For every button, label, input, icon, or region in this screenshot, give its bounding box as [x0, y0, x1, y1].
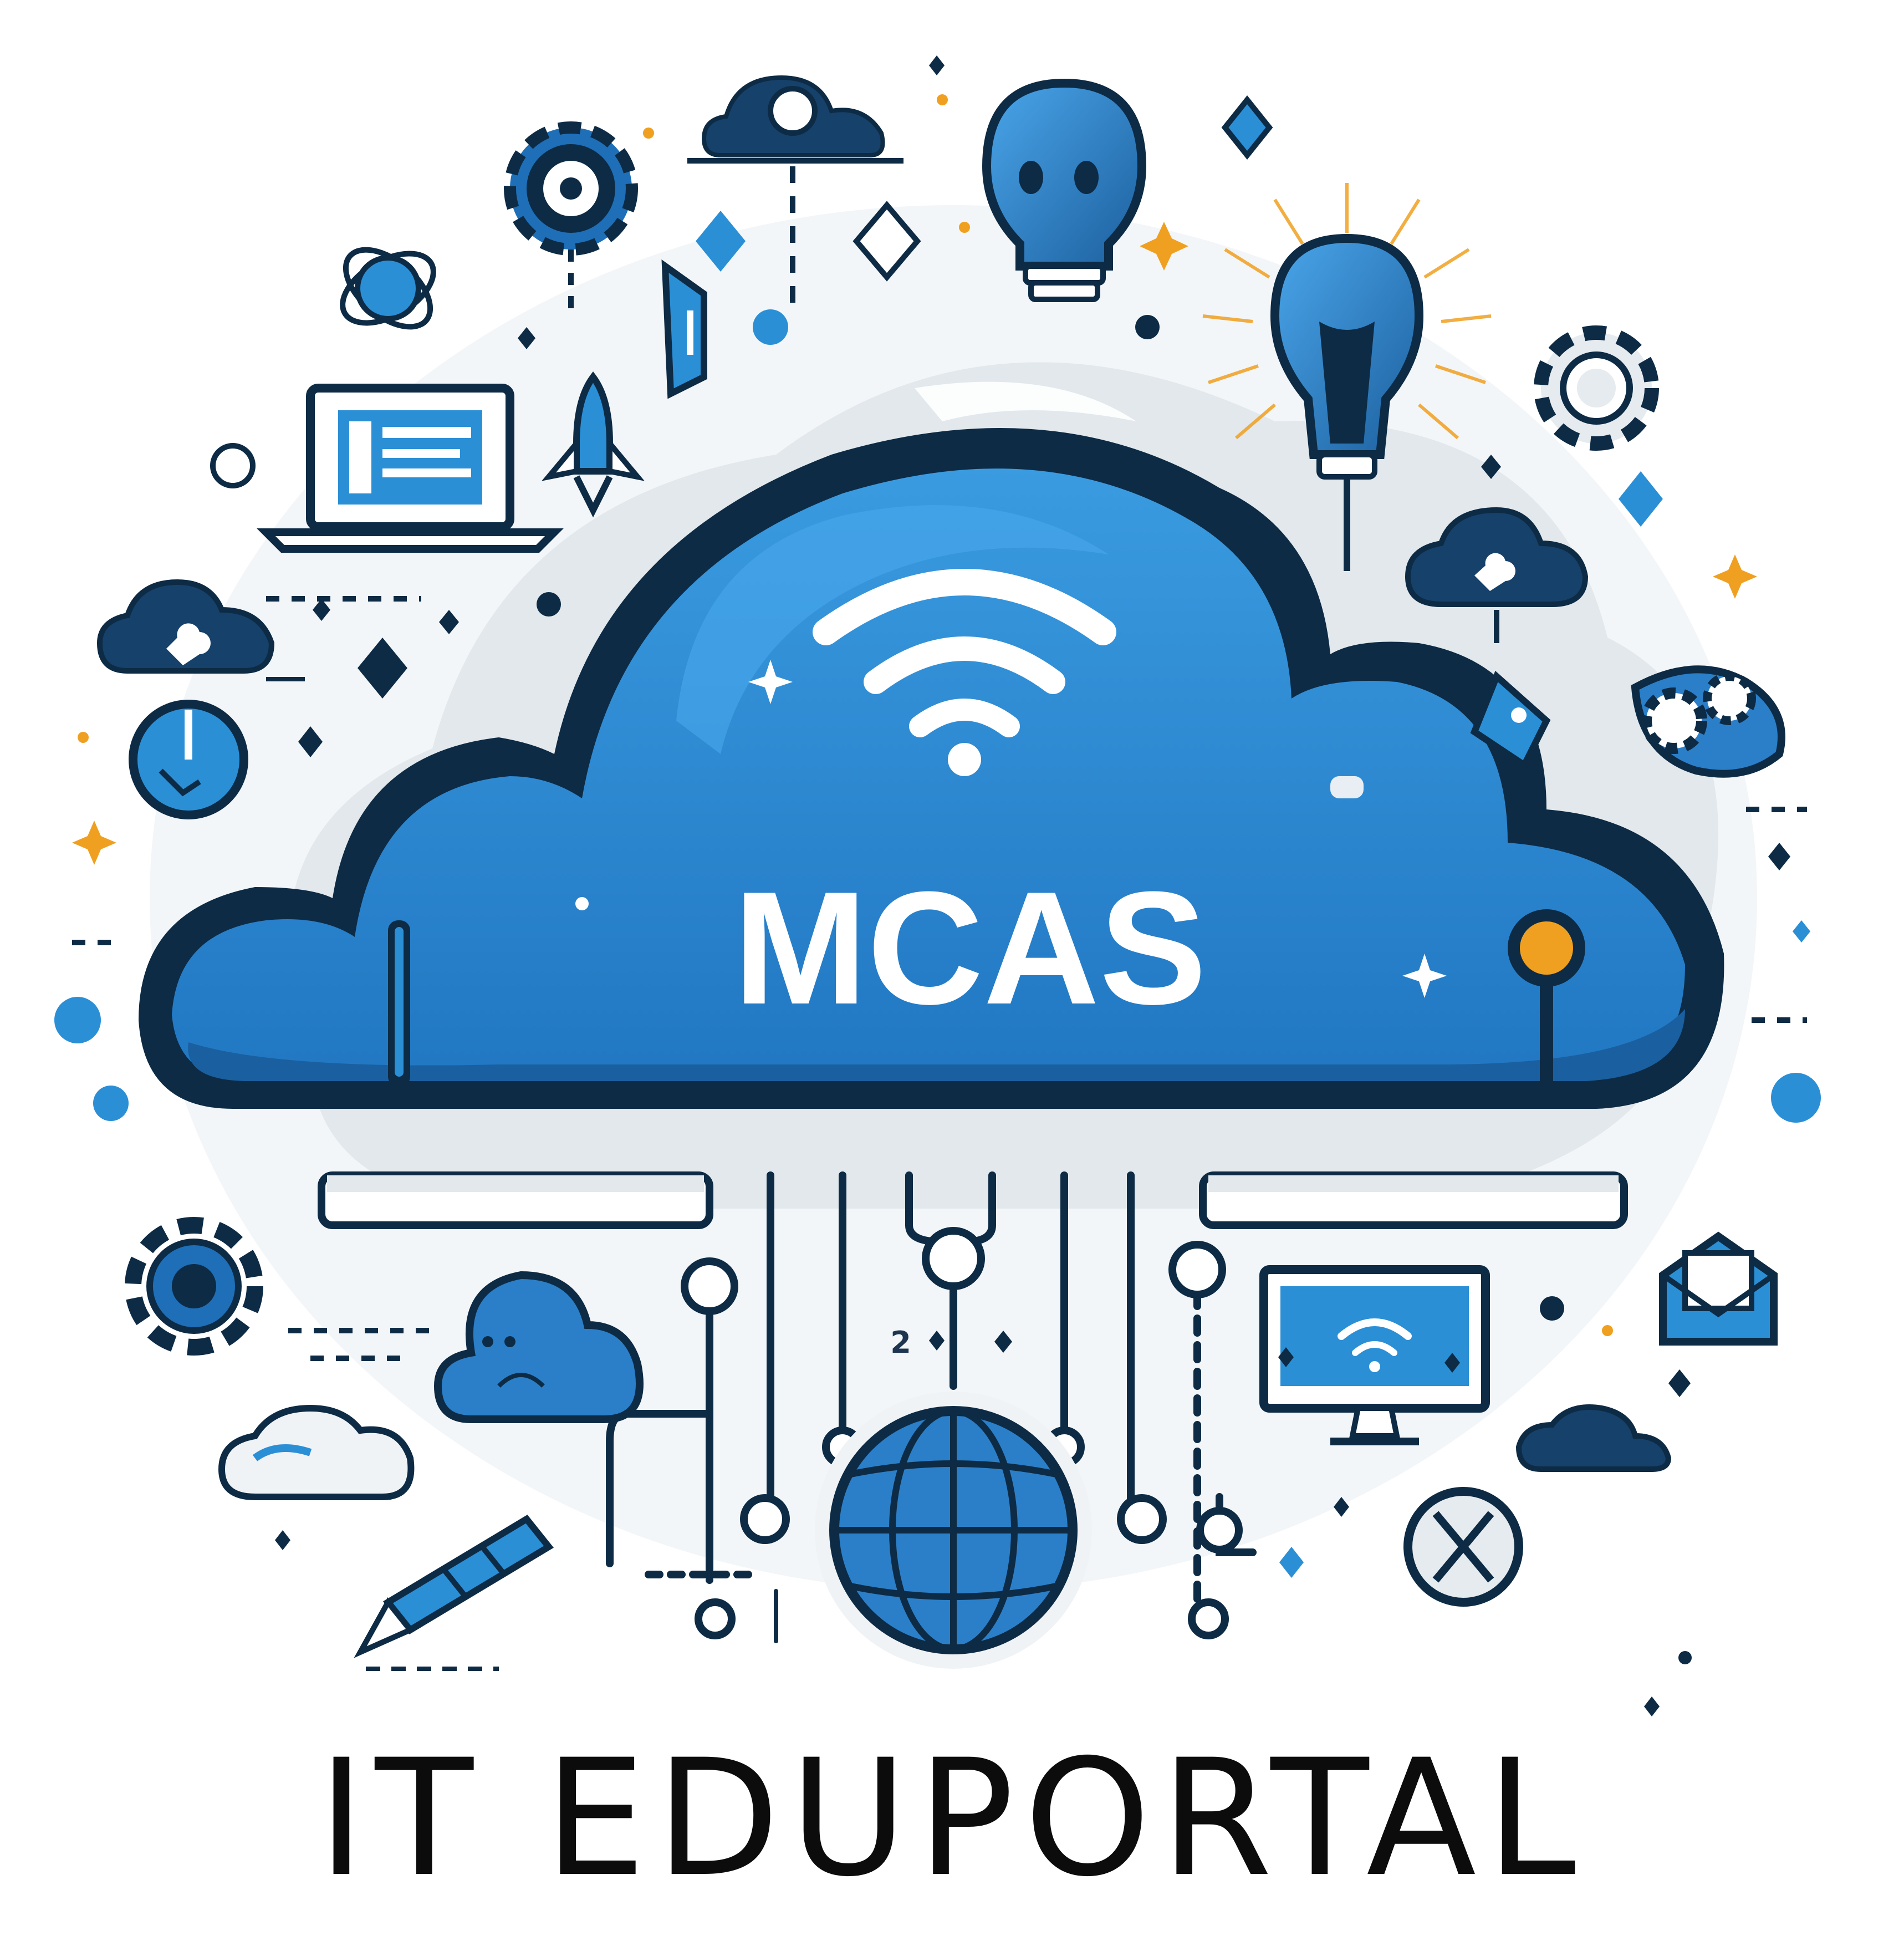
- envelope-icon: [1659, 1231, 1778, 1346]
- cloud-icon: [1405, 507, 1589, 643]
- small-label: 2: [890, 1325, 911, 1360]
- network-node-icon: [1117, 1494, 1167, 1544]
- cloud-icon: [96, 579, 305, 681]
- cloud-icon: [218, 1404, 415, 1500]
- sparkle-icon: [72, 55, 1810, 1716]
- cloud-title: MCAS: [733, 858, 1207, 1038]
- gear-icon: [1631, 665, 1785, 778]
- pencil-icon: [354, 1515, 554, 1671]
- globe-icon: [815, 1392, 1092, 1669]
- network-node-icon: [1188, 1598, 1229, 1639]
- gear-icon: [1534, 325, 1659, 451]
- network-node-icon: [695, 1598, 736, 1639]
- decorative-dots: [54, 309, 1821, 1664]
- clock-icon: [1403, 1487, 1523, 1607]
- platform-bars: [318, 1171, 1628, 1229]
- brand-title: IT EDUPORTAL: [318, 1725, 1586, 1912]
- tag-icon: [1470, 670, 1551, 770]
- laptop-icon: [257, 384, 564, 553]
- network-node-icon: [681, 1257, 738, 1315]
- network-lines: [606, 1171, 1257, 1643]
- tag-icon: [661, 259, 707, 399]
- network-node-icon: [740, 1494, 790, 1544]
- decorative-dashes: [72, 596, 1807, 1361]
- main-cloud-icon: [139, 381, 1724, 1109]
- gear-icon: [504, 121, 638, 310]
- atom-icon: [340, 247, 436, 330]
- key-icon: [1508, 909, 1585, 1087]
- wifi-icon: [813, 569, 1116, 776]
- rocket-icon: [542, 371, 645, 518]
- clock-icon: [129, 700, 248, 819]
- network-node-icon: [922, 1227, 985, 1290]
- monitor-icon: [1259, 1265, 1490, 1445]
- lightbulb-icon: [1202, 183, 1492, 571]
- lightbulb-icon: [982, 78, 1147, 302]
- cloud-icon: [687, 75, 903, 310]
- gear-icon: [125, 1217, 263, 1356]
- network-node-icon: [1196, 1507, 1243, 1553]
- cloud-icon: [1515, 1404, 1672, 1472]
- network-node-icon: [1168, 1241, 1226, 1298]
- cloud-icon: [433, 1271, 644, 1423]
